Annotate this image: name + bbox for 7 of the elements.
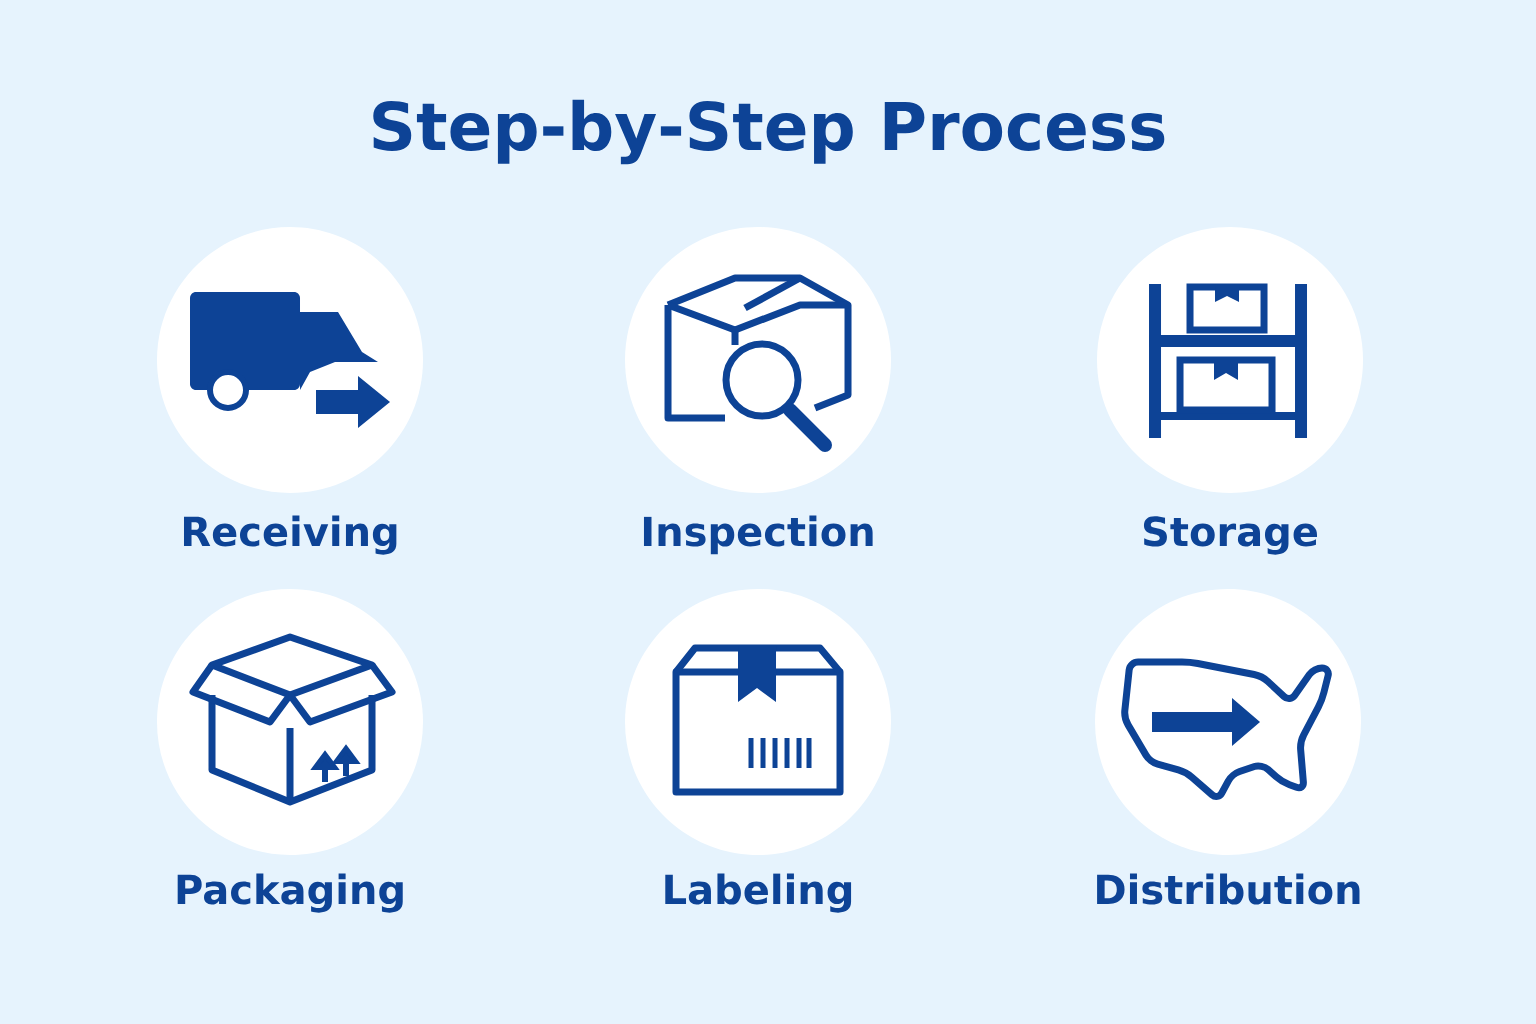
title: Step-by-Step Process <box>373 99 1165 165</box>
step-label: Packaging <box>177 873 403 913</box>
step-label: Labeling <box>665 873 852 913</box>
step-label: Storage <box>1143 516 1317 555</box>
step-label: Distribution <box>1097 873 1360 905</box>
step-label: Receiving <box>184 515 397 555</box>
step-label: Inspection <box>643 515 873 555</box>
